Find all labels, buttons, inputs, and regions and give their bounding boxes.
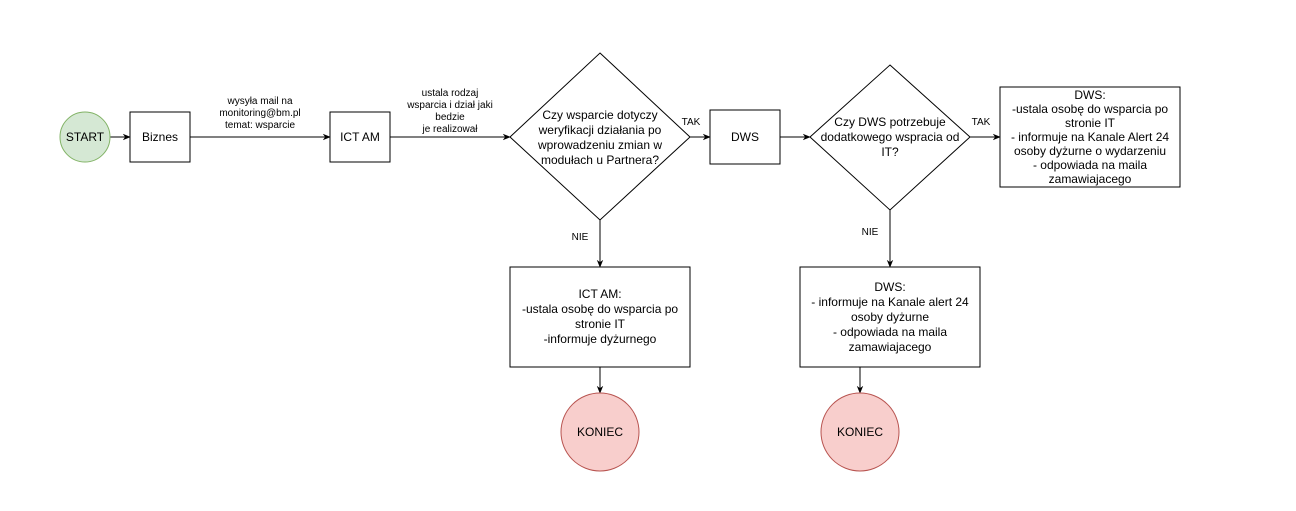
ict-am-result-box (509, 266, 691, 368)
decision2-diamond (809, 64, 971, 211)
dws-result-box-top (999, 86, 1181, 188)
dws-box (709, 109, 781, 165)
dws-result-box-bottom (799, 266, 981, 368)
edge-label-tak-1: TAK (681, 117, 701, 128)
dws-label: DWS (731, 129, 759, 144)
decision1-diamond (509, 52, 691, 221)
biznes-label: Biznes (141, 129, 179, 144)
edge-label-tak-2: TAK (971, 117, 991, 128)
edge-label-ustala: ustala rodzaj wsparcia i dział jaki bedz… (407, 88, 493, 135)
koniec-1-label: KONIEC (576, 424, 623, 439)
ict-am-label: ICT AM (340, 129, 380, 144)
edge-label-nie-1: NIE (571, 232, 589, 243)
koniec-2-label: KONIEC (836, 424, 883, 439)
ict-am-box (329, 111, 391, 163)
biznes-box (129, 111, 191, 163)
decision1-text: Czy wsparcie dotyczy weryfikacji działan… (537, 107, 663, 167)
dws-result-top-text: DWS: -ustala osobę do wsparcia po stroni… (1010, 88, 1170, 186)
ict-am-result-text: ICT AM: -ustala osobę do wsparcia po str… (521, 287, 679, 346)
start-node (59, 111, 111, 163)
dws-result-bottom-text: DWS: - informuje na Kanale alert 24 osob… (811, 279, 969, 354)
koniec-node-2 (820, 392, 900, 472)
edge-label-nie-2: NIE (861, 227, 879, 238)
decision2-text: Czy DWS potrzebuje dodatkowego wspracia … (820, 115, 960, 159)
koniec-node-1 (560, 392, 640, 472)
start-label: START (65, 129, 105, 144)
edge-label-mail: wysyła mail na monitoring@bm.pl temat: w… (219, 96, 301, 131)
